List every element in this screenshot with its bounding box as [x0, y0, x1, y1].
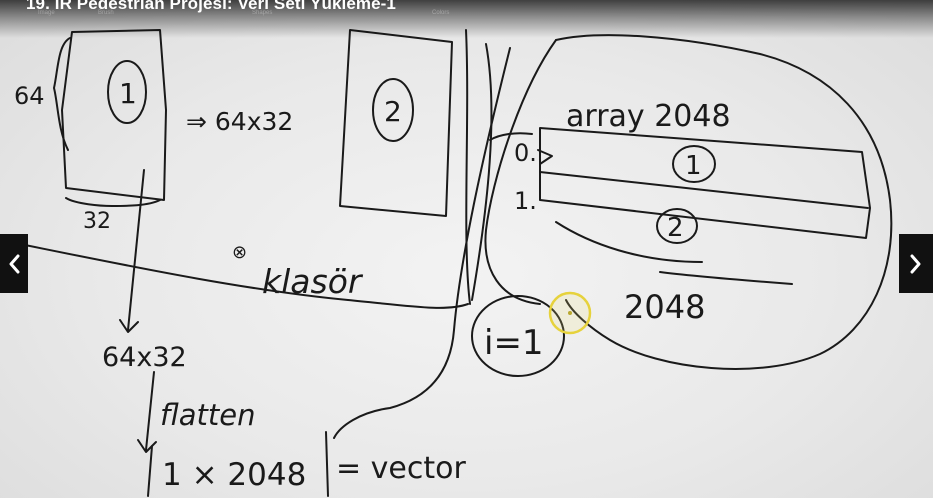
row1-index: 1. [514, 187, 537, 215]
flatten-input-label: 64x32 [102, 342, 187, 373]
array-label: array 2048 [566, 99, 731, 134]
vector-expression: 1 × 2048 [162, 457, 306, 493]
next-button[interactable] [899, 234, 933, 293]
height-label: 64 [14, 82, 45, 110]
row0-index: 0. [514, 139, 537, 167]
size-arrow-label: ⇒ 64x32 [186, 107, 293, 136]
width-label: 32 [83, 209, 111, 234]
toolbar-hints: Image Brush Shapes Colors [0, 0, 933, 22]
counter: i=1 [471, 295, 565, 377]
video-title: 19. IR Pedestrian Projesi: Veri Seti Yük… [26, 0, 396, 13]
flatten-flow: 64x32 flatten 1 × 2048 = vector [102, 169, 466, 497]
array-region: array 2048 0. 1. 1 2 2048 [484, 34, 893, 370]
chevron-left-icon [9, 254, 20, 273]
toolbar-hint-shapes: Shapes [252, 10, 273, 16]
image-box-1: 1 64 32 [14, 29, 167, 234]
folder-outline: ⊗ klasör [0, 29, 511, 439]
toolbar-hint-colors: Colors [432, 10, 450, 16]
folder-bullet: ⊗ [232, 242, 247, 263]
chevron-right-icon [910, 254, 921, 273]
counter-label: i=1 [484, 323, 544, 363]
previous-button[interactable] [0, 234, 28, 293]
image-box-1-label: 1 [119, 77, 137, 110]
cursor-highlight-icon [548, 291, 592, 335]
folder-label: klasör [262, 262, 364, 301]
flatten-label: flatten [160, 398, 255, 432]
toolbar-hint-brush: Brush [98, 10, 114, 16]
image-box-2: 2 [339, 29, 453, 217]
video-title-bar: Image Brush Shapes Colors 19. IR Pedestr… [0, 0, 933, 38]
image-box-2-label: 2 [384, 95, 402, 128]
row-width-label: 2048 [624, 288, 705, 326]
vector-suffix: = vector [336, 451, 466, 486]
row2-label: 2 [667, 213, 684, 243]
toolbar-hint-image: Image [38, 10, 55, 16]
row1-label: 1 [685, 151, 702, 181]
